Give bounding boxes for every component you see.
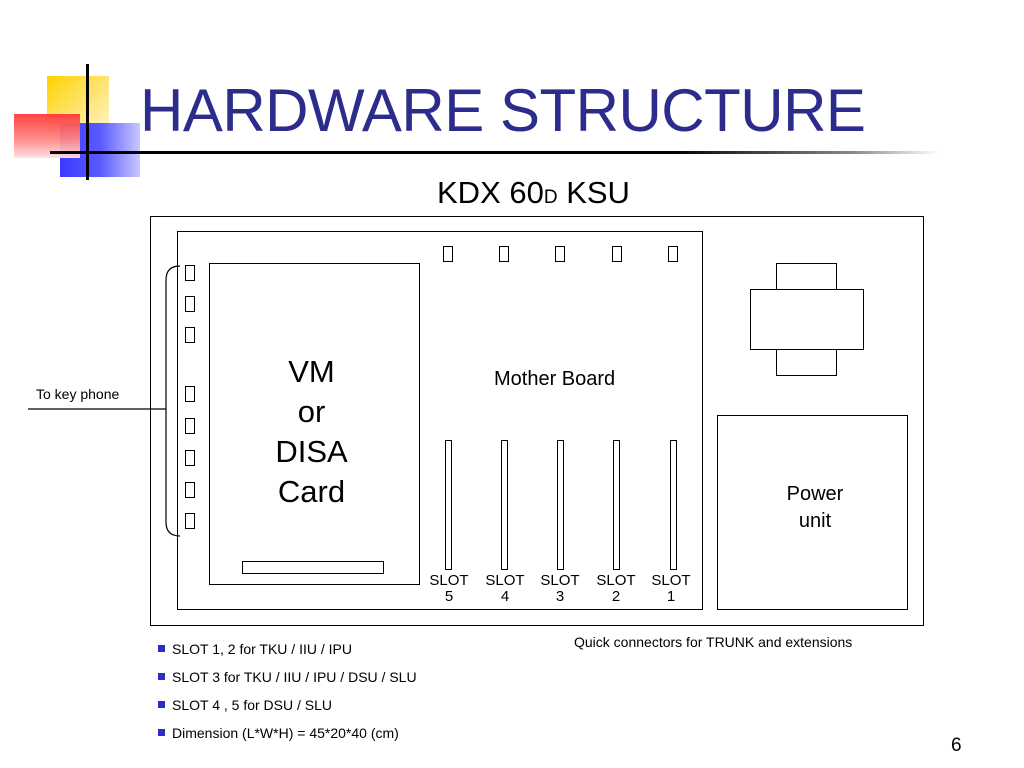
slide-title: HARDWARE STRUCTURE bbox=[140, 77, 866, 144]
diagram-subtitle: KDX 60D KSU bbox=[437, 175, 630, 211]
slot-label-line: SLOT bbox=[596, 572, 636, 589]
vm-card-line: DISA bbox=[275, 434, 348, 469]
bullet-item: SLOT 4 , 5 for DSU / SLU bbox=[158, 697, 332, 713]
slot-4-bar bbox=[501, 440, 508, 570]
slot-1-label: SLOT 1 bbox=[647, 573, 695, 605]
slot-5-label: SLOT 5 bbox=[425, 573, 473, 605]
slot-3-bar bbox=[557, 440, 564, 570]
key-phone-connector bbox=[185, 450, 195, 466]
bullet-item: SLOT 3 for TKU / IIU / IPU / DSU / SLU bbox=[158, 669, 417, 685]
slot-3-label: SLOT 3 bbox=[536, 573, 584, 605]
bullet-square-icon bbox=[158, 673, 165, 680]
transformer-top bbox=[776, 263, 837, 290]
slot-2-label: SLOT 2 bbox=[592, 573, 640, 605]
subtitle-tail: KSU bbox=[557, 175, 630, 210]
to-key-phone-label: To key phone bbox=[36, 386, 120, 402]
slot-5-bar bbox=[445, 440, 452, 570]
top-connector bbox=[443, 246, 453, 262]
card-connector bbox=[242, 561, 384, 574]
bullet-text: SLOT 4 , 5 for DSU / SLU bbox=[172, 697, 333, 713]
key-phone-connector bbox=[185, 513, 195, 529]
bullet-text: SLOT 1, 2 for TKU / IIU / IPU bbox=[172, 641, 352, 657]
vm-card-box bbox=[209, 263, 420, 585]
bullet-square-icon bbox=[158, 729, 165, 736]
key-phone-connector bbox=[185, 296, 195, 312]
title-rule bbox=[50, 151, 940, 154]
slot-label-line: SLOT bbox=[429, 572, 469, 589]
slot-label-number: 3 bbox=[555, 588, 565, 605]
bullet-item: Dimension (L*W*H) = 45*20*40 (cm) bbox=[158, 725, 399, 741]
key-phone-connector bbox=[185, 327, 195, 343]
vm-card-label: VM or DISA Card bbox=[209, 352, 414, 512]
page-number: 6 bbox=[951, 735, 962, 756]
slot-label-line: SLOT bbox=[540, 572, 580, 589]
bullet-text: Dimension (L*W*H) = 45*20*40 (cm) bbox=[172, 725, 399, 741]
slot-label-line: SLOT bbox=[651, 572, 691, 589]
power-unit-box bbox=[717, 415, 908, 610]
mother-board-label: Mother Board bbox=[494, 368, 616, 390]
slot-label-number: 1 bbox=[666, 588, 676, 605]
key-phone-connector bbox=[185, 386, 195, 402]
power-unit-line: Power bbox=[786, 483, 844, 505]
logo-red-square bbox=[14, 114, 80, 158]
logo-vertical-line bbox=[86, 64, 89, 180]
quick-connectors-caption: Quick connectors for TRUNK and extension… bbox=[574, 634, 853, 650]
top-connector bbox=[555, 246, 565, 262]
slot-1-bar bbox=[670, 440, 677, 570]
vm-card-line: VM bbox=[288, 354, 335, 389]
slot-2-bar bbox=[613, 440, 620, 570]
key-phone-connector bbox=[185, 482, 195, 498]
power-unit-label: Power unit bbox=[717, 481, 913, 535]
vm-card-line: Card bbox=[277, 474, 346, 509]
top-connector bbox=[668, 246, 678, 262]
subtitle-subscript: D bbox=[543, 187, 558, 208]
slot-4-label: SLOT 4 bbox=[481, 573, 529, 605]
slot-label-number: 4 bbox=[500, 588, 510, 605]
top-connector bbox=[499, 246, 509, 262]
subtitle-main: KDX 60 bbox=[437, 175, 544, 210]
top-connector bbox=[612, 246, 622, 262]
bullet-item: SLOT 1, 2 for TKU / IIU / IPU bbox=[158, 641, 352, 657]
slot-label-number: 2 bbox=[611, 588, 621, 605]
bullet-square-icon bbox=[158, 645, 165, 652]
transformer-bottom bbox=[776, 349, 837, 376]
slot-label-line: SLOT bbox=[485, 572, 525, 589]
transformer-body bbox=[750, 289, 864, 350]
slot-label-number: 5 bbox=[444, 588, 454, 605]
bullet-square-icon bbox=[158, 701, 165, 708]
bullet-text: SLOT 3 for TKU / IIU / IPU / DSU / SLU bbox=[172, 669, 417, 685]
key-phone-connector bbox=[185, 265, 195, 281]
key-phone-connector bbox=[185, 418, 195, 434]
power-unit-line: unit bbox=[798, 510, 832, 532]
vm-card-line: or bbox=[297, 394, 326, 429]
